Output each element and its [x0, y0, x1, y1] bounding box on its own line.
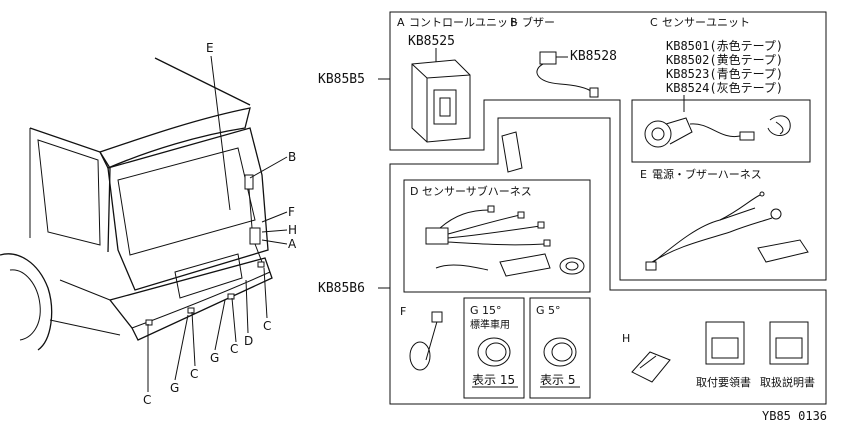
part-g15: G 15° 標準車用 表示 15 — [463, 297, 525, 399]
small-card — [501, 131, 523, 173]
part-f: F — [400, 305, 443, 371]
callout-e: E — [206, 41, 214, 55]
part-g5: G 5° 表示 5 — [529, 297, 591, 399]
part-h: H — [622, 332, 671, 383]
callout-c-2: C — [230, 342, 238, 356]
vehicle-callouts: E B F H A C D C G C G C — [143, 41, 297, 407]
kit-label-lower: KB85B6 — [318, 281, 365, 296]
callout-c-1: C — [263, 319, 271, 333]
part-b-number: KB8528 — [570, 49, 617, 64]
kit-label-upper: KB85B5 — [318, 72, 365, 87]
callout-d: D — [244, 334, 253, 348]
part-c-letter: C — [650, 16, 658, 29]
part-a: A コントロールユニット KB8525 — [397, 16, 519, 143]
part-b-letter: B — [510, 16, 518, 29]
part-g5-title: G 5° — [536, 304, 561, 317]
callout-b: B — [288, 150, 296, 164]
part-d: D センサーサブハーネス — [403, 179, 591, 293]
user-manual-label: 取扱説明書 — [760, 375, 815, 389]
part-a-number: KB8525 — [408, 34, 455, 49]
vehicle-callout-lines — [147, 55, 288, 392]
buzzer-shape — [539, 51, 557, 65]
sensor-shape — [644, 120, 672, 148]
vehicle-illustration — [0, 57, 273, 351]
part-d-name: センサーサブハーネス — [422, 184, 532, 198]
part-a-letter: A — [397, 16, 405, 29]
part-c-name: センサーユニット — [662, 16, 750, 29]
part-d-letter: D — [410, 185, 418, 198]
install-manual-label: 取付要領書 — [696, 375, 751, 389]
part-b: B ブザー KB8528 — [510, 15, 617, 98]
callout-a: A — [288, 237, 297, 251]
callout-h: H — [288, 223, 297, 237]
part-c-box — [631, 99, 811, 163]
connector-shape — [425, 227, 449, 245]
callout-c-3: C — [190, 367, 198, 381]
manuals: 取付要領書 取扱説明書 — [696, 321, 815, 389]
part-e-name: 電源・ブザーハーネス — [652, 167, 762, 181]
part-h-letter: H — [622, 332, 630, 345]
part-g15-title: G 15° — [470, 304, 502, 317]
part-g15-display: 表示 15 — [472, 373, 515, 387]
callout-g-2: G — [170, 381, 179, 395]
kit-lower-frame — [389, 117, 827, 405]
part-g15-note: 標準車用 — [470, 318, 510, 331]
diagram-code: YB85 0136 — [762, 409, 827, 423]
part-c-variant-2: KB8502(黄色テープ) — [666, 53, 783, 67]
part-e-letter: E — [640, 168, 647, 181]
part-e: E 電源・ブザーハーネス — [640, 167, 809, 271]
callout-g-1: G — [210, 351, 219, 365]
kit-upper-frame — [389, 11, 827, 281]
callout-f: F — [288, 205, 295, 219]
callout-c-4: C — [143, 393, 151, 407]
part-d-box — [403, 179, 591, 293]
part-c-variant-4: KB8524(灰色テープ) — [666, 81, 783, 95]
part-f-letter: F — [400, 305, 406, 318]
part-c: C センサーユニット KB8501(赤色テープ) KB8502(黄色テープ) K… — [631, 16, 811, 163]
part-c-variant-3: KB8523(青色テープ) — [666, 67, 783, 81]
part-c-variant-1: KB8501(赤色テープ) — [666, 39, 783, 53]
part-b-name: ブザー — [522, 15, 555, 29]
part-a-name: コントロールユニット — [409, 16, 519, 29]
part-g5-display: 表示 5 — [540, 373, 575, 387]
